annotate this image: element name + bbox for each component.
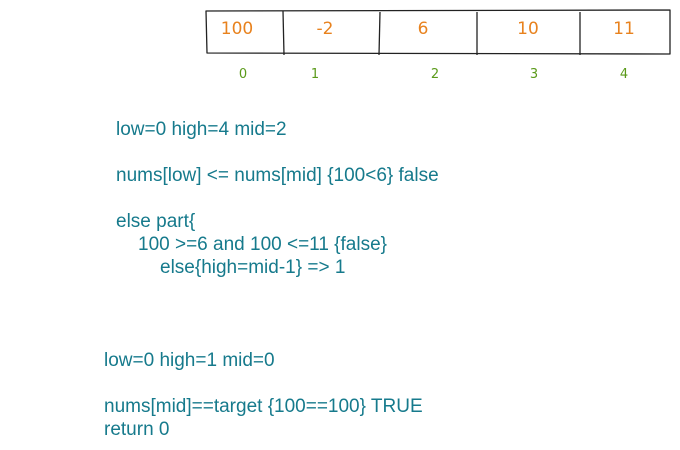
- array-cell-value: 100: [221, 19, 253, 39]
- array-index-label: 0: [239, 67, 247, 82]
- step2-condition-line: nums[mid]==target {100==100} TRUE: [104, 396, 423, 417]
- array-cell-value: -2: [317, 19, 334, 39]
- array-outline: [205, 9, 671, 55]
- step1-condition-line: nums[low] <= nums[mid] {100<6} false: [116, 165, 439, 186]
- step1-inner-condition-line: 100 >=6 and 100 <=11 {false}: [138, 234, 387, 255]
- step1-update-line: else{high=mid-1} => 1: [160, 257, 346, 278]
- array-cell-value: 10: [517, 19, 539, 39]
- array-index-label: 2: [431, 67, 439, 82]
- array-cell-value: 11: [613, 19, 635, 39]
- cell-divider: [282, 10, 285, 56]
- step2-state-line: low=0 high=1 mid=0: [104, 350, 275, 371]
- array-cell-value: 6: [418, 19, 429, 39]
- step1-else-line: else part{: [116, 211, 196, 232]
- array-index-label: 3: [530, 67, 538, 82]
- array-index-label: 4: [620, 67, 628, 82]
- array-index-label: 1: [311, 67, 319, 82]
- array-diagram: 100 -2 6 10 11 0 1 2 3 4: [205, 9, 671, 82]
- cell-divider: [378, 11, 381, 56]
- step1-state-line: low=0 high=4 mid=2: [116, 119, 287, 140]
- step2-return-line: return 0: [104, 419, 170, 440]
